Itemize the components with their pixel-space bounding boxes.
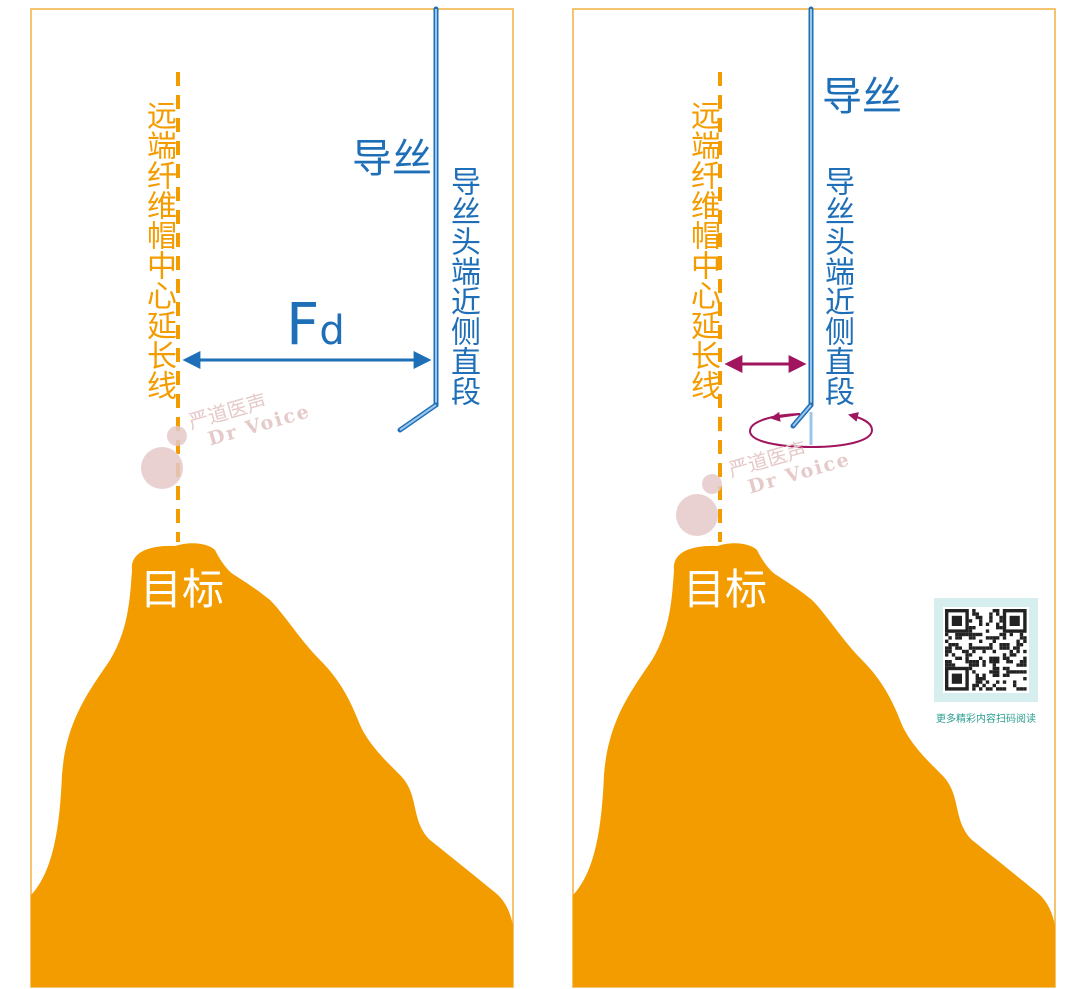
right-segment-label: 导丝头端近侧直段 (819, 166, 854, 406)
right-watermark-logo-large (676, 494, 718, 536)
right-watermark (676, 474, 722, 536)
right-guidewire (790, 6, 814, 445)
left-watermark-logo-small (167, 426, 187, 446)
left-distance-label-main: F (286, 290, 320, 358)
right-panel (572, 6, 1056, 988)
right-target-label: 目标 (683, 565, 768, 614)
rotation-arrow-icon (748, 411, 874, 449)
right-target-mass (573, 543, 1055, 987)
left-panel (30, 6, 514, 988)
left-watermark-logo-large (141, 447, 183, 489)
qr-caption: 更多精彩内容扫码阅读 (936, 714, 1036, 725)
left-watermark (141, 426, 187, 489)
left-target-label: 目标 (140, 565, 225, 614)
left-target-mass (31, 543, 513, 987)
right-wire-label: 导丝 (822, 74, 902, 120)
left-guidewire (397, 6, 439, 433)
left-segment-label: 导丝头端近侧直段 (445, 166, 480, 406)
qr-code (934, 598, 1038, 702)
left-distance-label-sub: d (319, 308, 345, 354)
right-watermark-logo-small (702, 474, 722, 494)
left-centerline-label: 远端纤维帽中心延长线 (141, 100, 176, 400)
right-centerline-label: 远端纤维帽中心延长线 (685, 100, 720, 400)
left-wire-label: 导丝 (352, 136, 432, 182)
left-distance-label: Fd (286, 290, 345, 358)
